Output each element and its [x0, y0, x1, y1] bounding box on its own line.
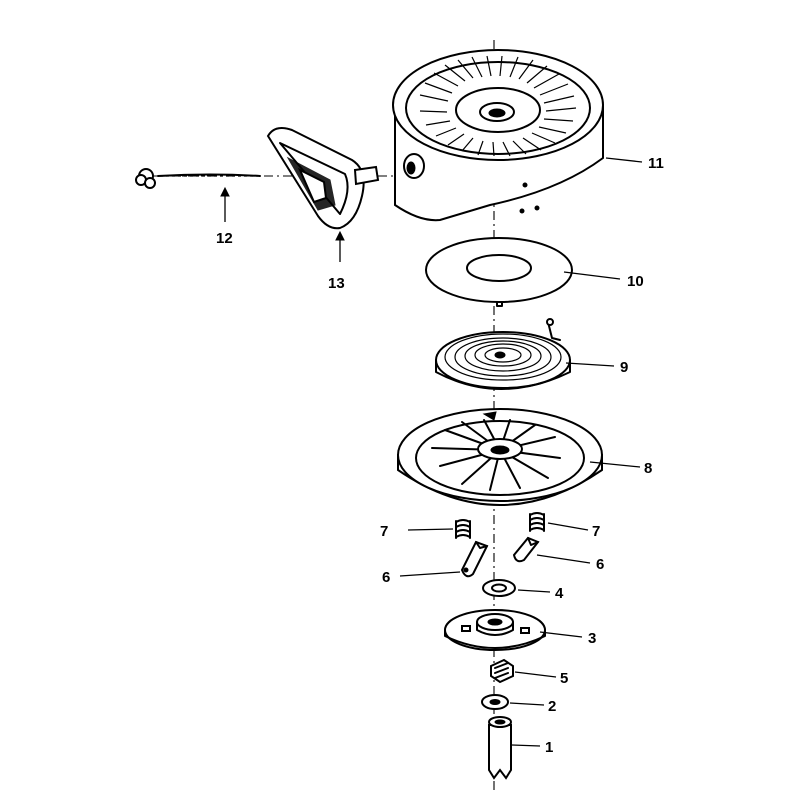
label-part-6-right: 6 [596, 556, 604, 573]
label-part-6-left: 6 [382, 569, 390, 586]
label-part-7-left: 7 [380, 523, 388, 540]
rope-handle [266, 127, 380, 230]
label-part-2: 2 [548, 698, 556, 715]
label-part-3: 3 [588, 630, 596, 647]
label-part-12: 12 [216, 230, 233, 247]
retainer-screw [490, 658, 514, 684]
center-shaft [488, 716, 512, 780]
label-part-5: 5 [560, 670, 568, 687]
pawl-right [512, 536, 540, 563]
starter-rope [135, 168, 261, 189]
pawl-spring-right [529, 512, 545, 532]
part-labels: 11 10 9 8 7 7 6 6 4 3 5 2 1 12 13 [216, 155, 664, 756]
label-part-1: 1 [545, 739, 553, 756]
label-part-13: 13 [328, 275, 345, 292]
label-part-4: 4 [555, 585, 564, 602]
label-part-8: 8 [644, 460, 652, 477]
starter-housing [392, 49, 604, 222]
label-part-9: 9 [620, 359, 628, 376]
label-part-11: 11 [648, 155, 664, 172]
housing-fins [419, 55, 577, 157]
retainer-plate [425, 237, 573, 307]
shaft-washer [481, 694, 509, 710]
pawl-spring-left [455, 519, 471, 539]
label-part-10: 10 [627, 273, 644, 290]
label-part-7-right: 7 [592, 523, 600, 540]
rope-pulley [397, 408, 603, 506]
pawl-retainer [444, 609, 546, 651]
leader-lines [220, 157, 643, 747]
pawl-left [460, 540, 489, 578]
recoil-spring [435, 318, 571, 390]
pawl-washer [482, 579, 516, 597]
